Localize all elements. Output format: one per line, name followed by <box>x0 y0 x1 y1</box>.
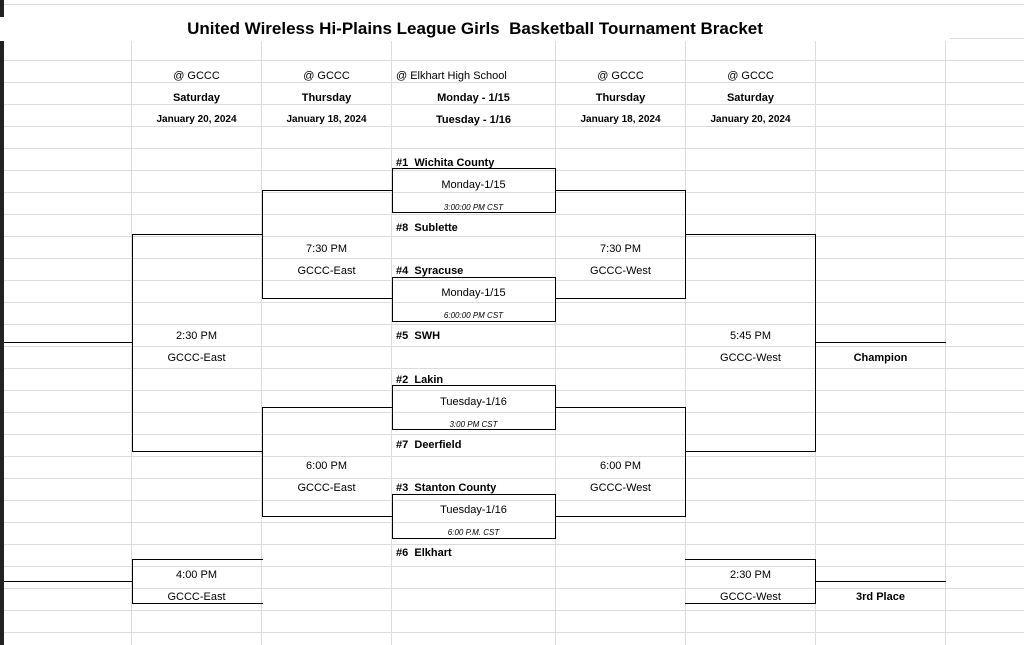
team-seed-1: #1 Wichita County <box>396 157 495 169</box>
sheet-left-border <box>0 0 4 645</box>
qf-west-bottom-site: GCCC-West <box>590 482 651 494</box>
bracket-line <box>132 451 263 452</box>
col2-location: @ GCCC <box>303 70 350 82</box>
team-seed-8: #8 Sublette <box>396 222 458 234</box>
bracket-line <box>392 277 556 278</box>
qf-west-bottom-time: 6:00 PM <box>600 460 641 472</box>
qf-east-bottom-site: GCCC-East <box>297 482 356 494</box>
bracket-line <box>392 321 556 322</box>
bracket-line <box>262 407 263 517</box>
team-seed-5: #5 SWH <box>396 330 441 342</box>
bracket-line <box>132 234 263 235</box>
game4-time: 6:00 P.M. CST <box>447 528 500 537</box>
game3-time: 3:00 PM CST <box>449 420 498 429</box>
bracket-line <box>815 234 816 452</box>
col5-date: January 20, 2024 <box>710 114 791 125</box>
col1-day: Saturday <box>172 92 221 104</box>
game1-time: 3:00:00 PM CST <box>443 203 504 212</box>
bracket-line <box>685 407 686 517</box>
bracket-line <box>132 603 263 604</box>
team-seed-2: #2 Lakin <box>396 374 444 386</box>
bracket-line <box>555 277 556 322</box>
bracket-line <box>262 190 393 191</box>
consolation-west-time: 2:30 PM <box>730 569 771 581</box>
bracket-line <box>262 298 393 299</box>
col4-date: January 18, 2024 <box>580 114 661 125</box>
game1-date: Monday-1/15 <box>441 179 506 191</box>
col4-day: Thursday <box>595 92 646 104</box>
sf-west-site: GCCC-West <box>720 352 781 364</box>
sf-east-time: 2:30 PM <box>176 330 217 342</box>
col1-date: January 20, 2024 <box>156 114 237 125</box>
col3-location: @ Elkhart High School <box>396 70 507 82</box>
qf-east-bottom-time: 6:00 PM <box>306 460 347 472</box>
bracket-line <box>4 342 133 343</box>
game3-date: Tuesday-1/16 <box>440 396 507 408</box>
bracket-line <box>555 407 686 408</box>
col1-location: @ GCCC <box>173 70 220 82</box>
qf-east-top-time: 7:30 PM <box>306 243 347 255</box>
consolation-west-site: GCCC-West <box>720 591 781 603</box>
col2-day: Thursday <box>301 92 352 104</box>
bracket-line <box>685 451 816 452</box>
game2-date: Monday-1/15 <box>441 287 506 299</box>
bracket-line <box>555 190 686 191</box>
team-seed-3: #3 Stanton County <box>396 482 497 494</box>
bracket-line <box>555 298 686 299</box>
bracket-line <box>392 168 556 169</box>
col5-location: @ GCCC <box>727 70 774 82</box>
qf-west-top-time: 7:30 PM <box>600 243 641 255</box>
bracket-line <box>392 277 393 322</box>
sf-west-time: 5:45 PM <box>730 330 771 342</box>
col2-date: January 18, 2024 <box>286 114 367 125</box>
team-seed-6: #6 Elkhart <box>396 547 452 559</box>
bracket-line <box>392 212 556 213</box>
champion-label: Champion <box>853 352 908 364</box>
third-place-label: 3rd Place <box>856 591 905 603</box>
bracket-title: United Wireless Hi-Plains League Girls B… <box>0 17 950 41</box>
consolation-east-site: GCCC-East <box>167 591 226 603</box>
bracket-line <box>262 516 393 517</box>
bracket-line <box>262 190 263 299</box>
bracket-line <box>815 342 946 343</box>
game2-time: 6:00:00 PM CST <box>443 311 504 320</box>
qf-east-top-site: GCCC-East <box>297 265 356 277</box>
sf-east-site: GCCC-East <box>167 352 226 364</box>
bracket-line <box>815 581 946 582</box>
col5-day: Saturday <box>726 92 775 104</box>
col4-location: @ GCCC <box>597 70 644 82</box>
bracket-line <box>262 407 393 408</box>
col3-date: Tuesday - 1/16 <box>436 114 511 126</box>
bracket-line <box>132 559 263 560</box>
bracket-line <box>685 234 816 235</box>
col3-day: Monday - 1/15 <box>437 92 510 104</box>
bracket-line <box>392 538 556 539</box>
bracket-line <box>685 603 816 604</box>
bracket-line <box>392 429 556 430</box>
bracket-line <box>392 494 556 495</box>
bracket-line <box>392 385 556 386</box>
bracket-line <box>685 559 816 560</box>
bracket-line <box>4 581 133 582</box>
qf-west-top-site: GCCC-West <box>590 265 651 277</box>
bracket-line <box>132 234 133 452</box>
team-seed-7: #7 Deerfield <box>396 439 462 451</box>
game4-date: Tuesday-1/16 <box>440 504 507 516</box>
bracket-line <box>555 516 686 517</box>
bracket-line <box>685 190 686 299</box>
consolation-east-time: 4:00 PM <box>176 569 217 581</box>
team-seed-4: #4 Syracuse <box>396 265 464 277</box>
